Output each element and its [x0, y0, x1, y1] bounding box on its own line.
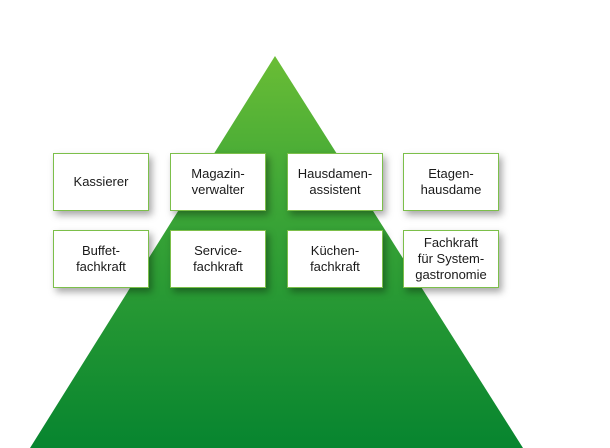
box-etagenhausdame: Etagen- hausdame: [403, 153, 499, 211]
box-fachkraft-systemgastronomie: Fachkraft für System- gastronomie: [403, 230, 499, 288]
box-servicefachkraft: Service- fachkraft: [170, 230, 266, 288]
box-hausdamenassistent: Hausdamen- assistent: [287, 153, 383, 211]
box-kassierer: Kassierer: [53, 153, 149, 211]
pyramid-triangle: [30, 56, 523, 448]
box-kuechenfachkraft: Küchen- fachkraft: [287, 230, 383, 288]
box-magazinverwalter: Magazin- verwalter: [170, 153, 266, 211]
box-buffetfachkraft: Buffet- fachkraft: [53, 230, 149, 288]
